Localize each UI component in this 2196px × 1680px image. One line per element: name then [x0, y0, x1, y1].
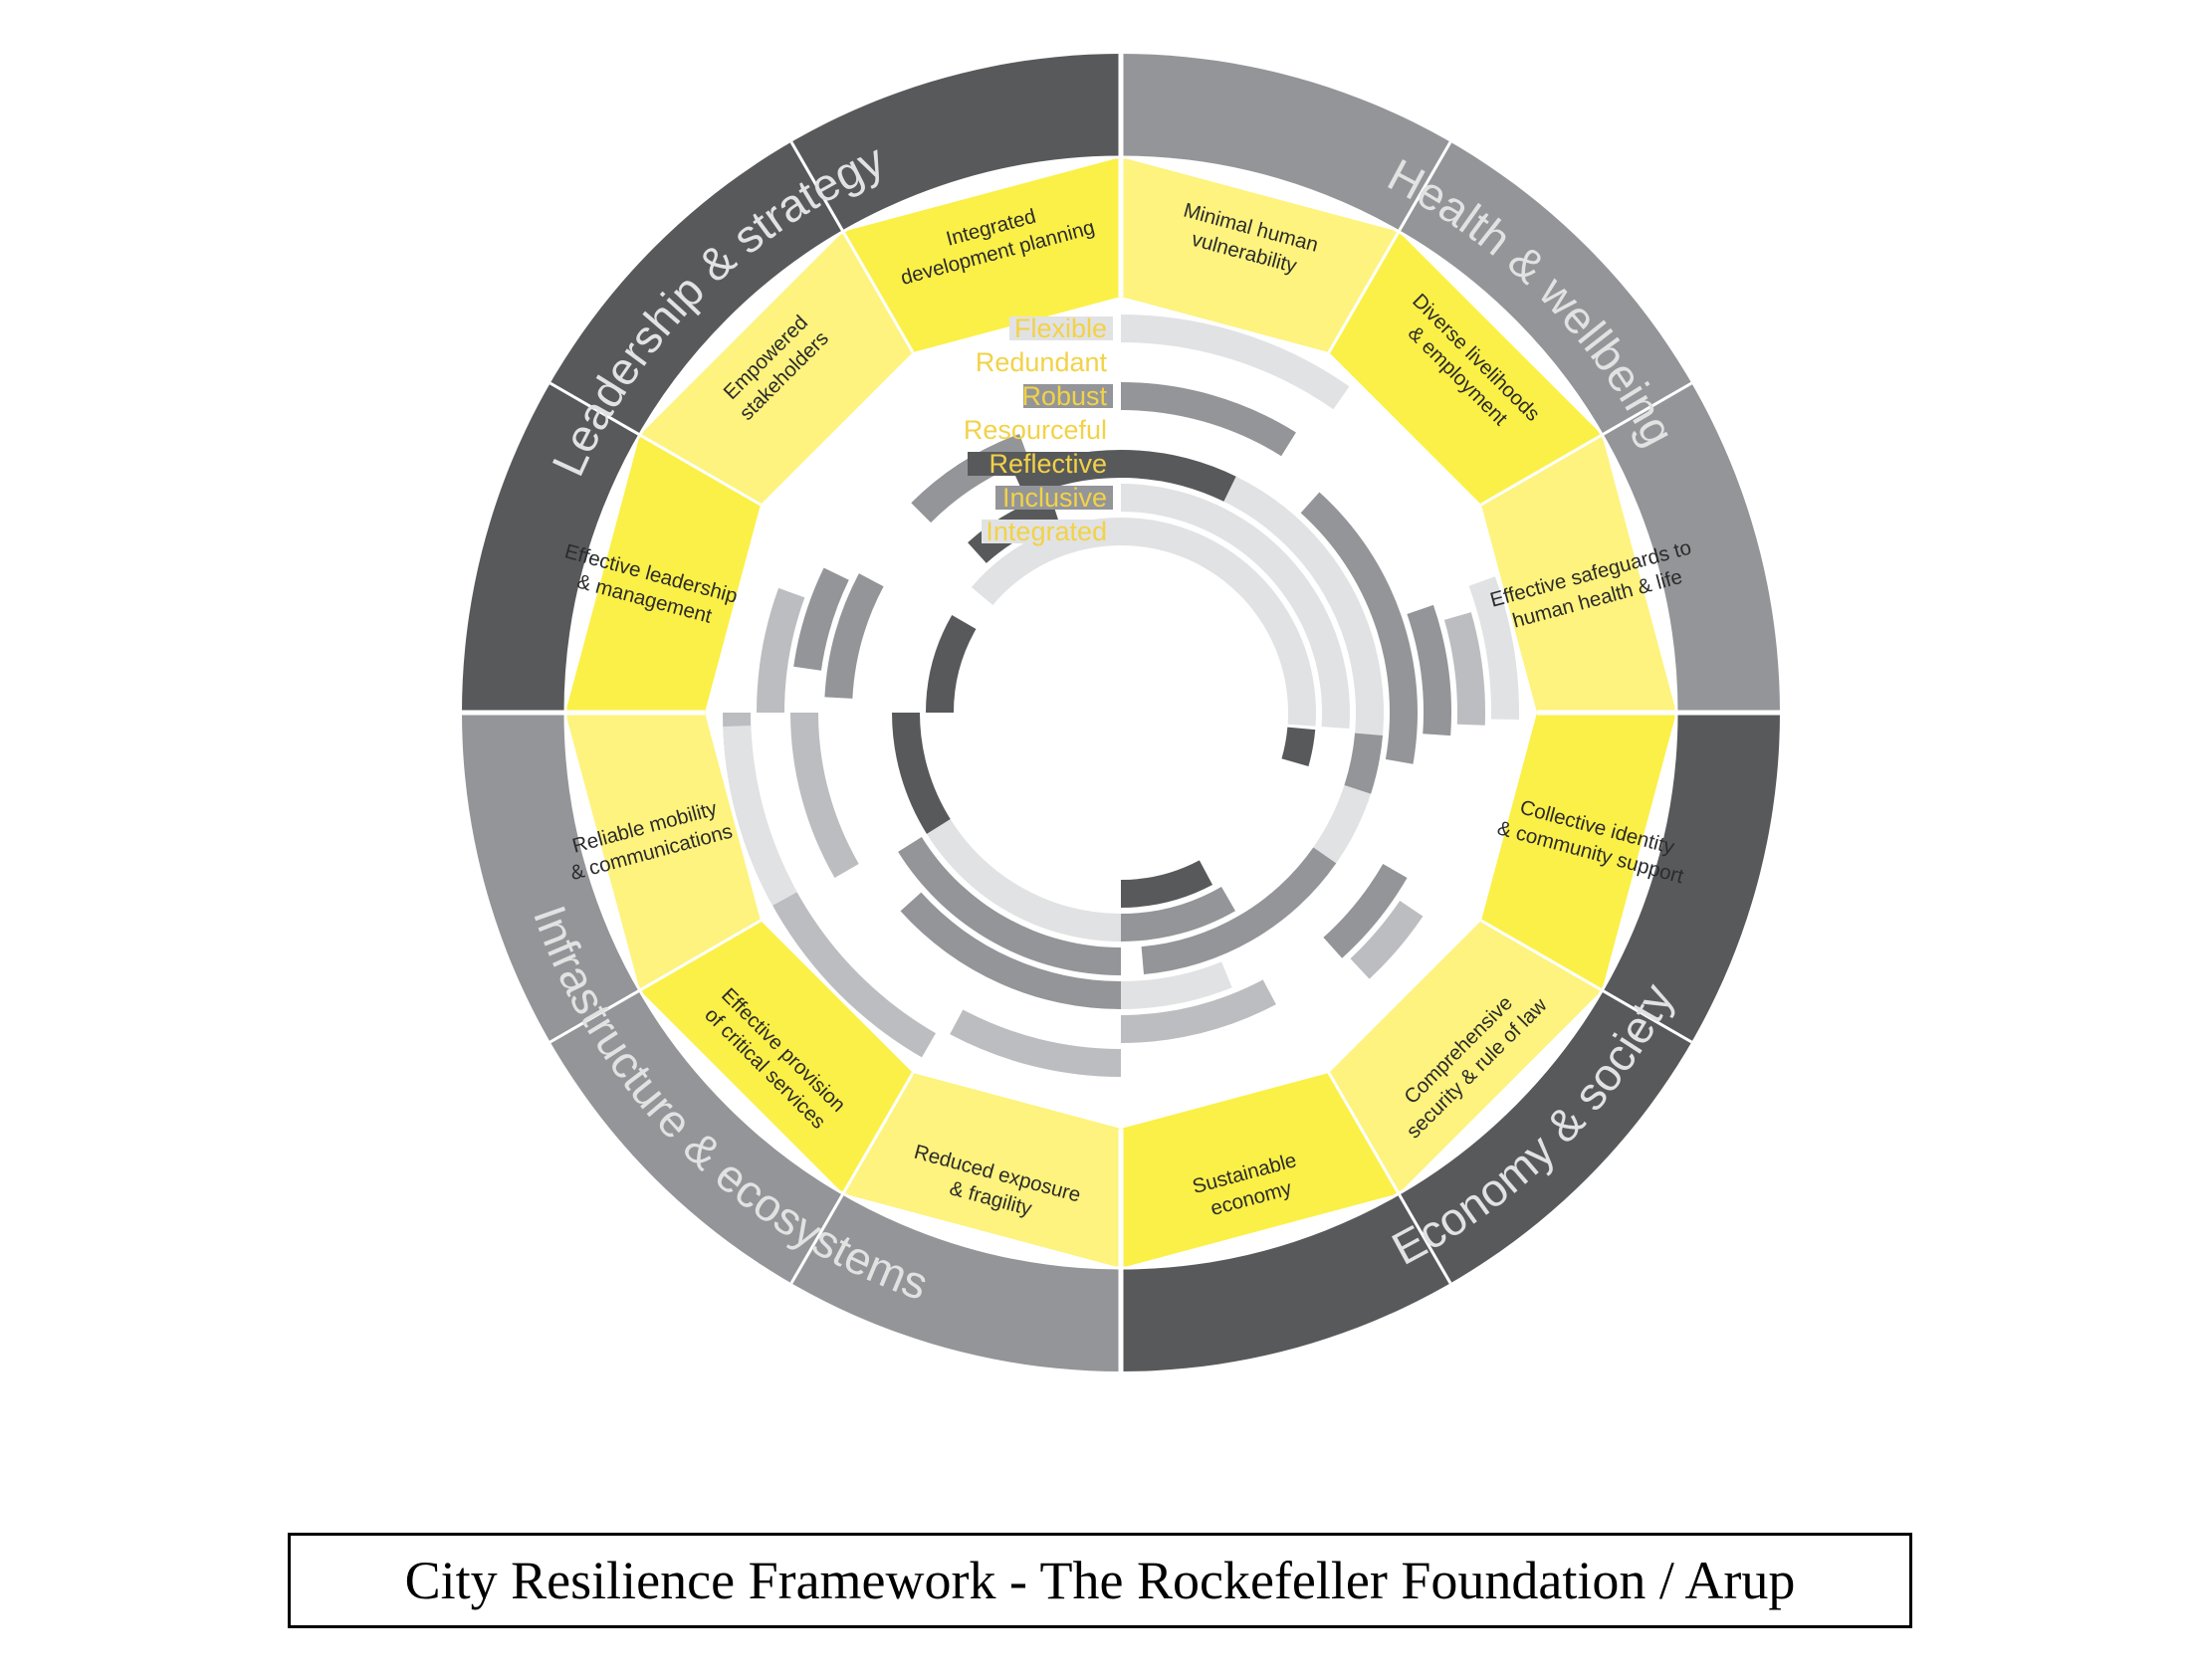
- quality-arc-27: [892, 713, 951, 834]
- goal-divider: [549, 919, 762, 1044]
- quality-arc-5: [1121, 484, 1350, 730]
- quality-arc-7: [1300, 492, 1418, 764]
- goal-segment-7: [843, 1072, 1121, 1268]
- quality-arc-6: [1121, 518, 1316, 727]
- goal-segment-5: [1329, 921, 1603, 1194]
- quality-arc-26: [790, 713, 859, 878]
- figure-caption: City Resilience Framework - The Rockefel…: [288, 1533, 1912, 1628]
- goal-divider: [789, 140, 915, 353]
- quality-label-7: Integrated: [986, 517, 1107, 546]
- quality-arc-14: [1323, 864, 1408, 958]
- goal-divider: [1327, 1072, 1452, 1285]
- quality-label-4: Resourceful: [964, 415, 1107, 445]
- quality-arc-12: [1281, 727, 1316, 767]
- quality-label-3: Robust: [1021, 381, 1107, 411]
- quality-arc-25: [723, 725, 797, 906]
- quality-arc-18: [1121, 961, 1232, 1009]
- quality-arc-8: [1407, 604, 1451, 736]
- goal-divider: [1480, 381, 1693, 507]
- goal-divider: [549, 381, 762, 507]
- quality-arc-9: [1443, 612, 1486, 726]
- goal-segment-1: [1121, 157, 1399, 353]
- goal-segment-3: [1480, 435, 1676, 713]
- quality-arc-15: [1141, 847, 1337, 974]
- quality-chip-3: [1023, 384, 1113, 408]
- quality-arc-16: [1121, 979, 1276, 1043]
- quality-chip-5: [968, 452, 1113, 476]
- ring-separators: [462, 54, 1780, 1371]
- category-sector-1: [462, 54, 1121, 713]
- quality-arc-31: [793, 567, 849, 671]
- quality-arc-22: [922, 813, 1121, 942]
- quality-arc-23: [898, 837, 1121, 975]
- quality-arc-13: [1350, 901, 1424, 979]
- ring-divider: [563, 155, 1678, 1270]
- quality-arc-10: [1468, 576, 1520, 720]
- quality-label-6: Inclusive: [1002, 483, 1107, 513]
- quality-arc-28: [756, 587, 805, 713]
- quality-chip-6: [995, 486, 1113, 510]
- quality-arc-21: [950, 1009, 1121, 1077]
- goal-divider: [1480, 919, 1693, 1044]
- quality-label-1: Flexible: [1014, 314, 1107, 343]
- quality-label-2: Redundant: [976, 347, 1108, 377]
- goal-segment-12: [843, 157, 1121, 353]
- quality-arc-4: [1223, 476, 1384, 864]
- goal-segment-6: [1121, 1072, 1399, 1268]
- quality-chip-1: [1009, 316, 1113, 340]
- goal-segment-10: [565, 435, 762, 713]
- quality-arc-30: [926, 615, 977, 713]
- goal-segment-2: [1329, 231, 1603, 506]
- quality-arc-11: [1344, 733, 1383, 794]
- goal-segment-9: [565, 713, 762, 990]
- qualities-legend: FlexibleRedundantRobustResourcefulReflec…: [964, 314, 1113, 546]
- quality-arc-17: [1121, 886, 1235, 942]
- quality-arc-29: [824, 573, 884, 699]
- quality-arc-3: [1121, 450, 1236, 502]
- category-ring: [462, 54, 1780, 1371]
- goal-divider: [789, 1072, 915, 1285]
- qualities-rings: [723, 315, 1520, 1077]
- category-sector-4: [462, 713, 1121, 1371]
- quality-label-5: Reflective: [988, 449, 1107, 479]
- quality-arc-2: [1121, 382, 1296, 457]
- quality-arc-19: [1121, 860, 1213, 908]
- goal-divider: [1327, 140, 1452, 353]
- quality-arc-20: [900, 892, 1121, 1010]
- goal-segment-8: [639, 921, 913, 1194]
- category-sector-2: [1121, 54, 1780, 713]
- category-sector-3: [1121, 713, 1780, 1371]
- quality-chip-7: [982, 520, 1113, 543]
- quality-arc-1: [1121, 315, 1350, 410]
- goal-segment-11: [639, 231, 913, 506]
- goal-segment-4: [1480, 713, 1676, 990]
- goal-ring: [565, 157, 1676, 1268]
